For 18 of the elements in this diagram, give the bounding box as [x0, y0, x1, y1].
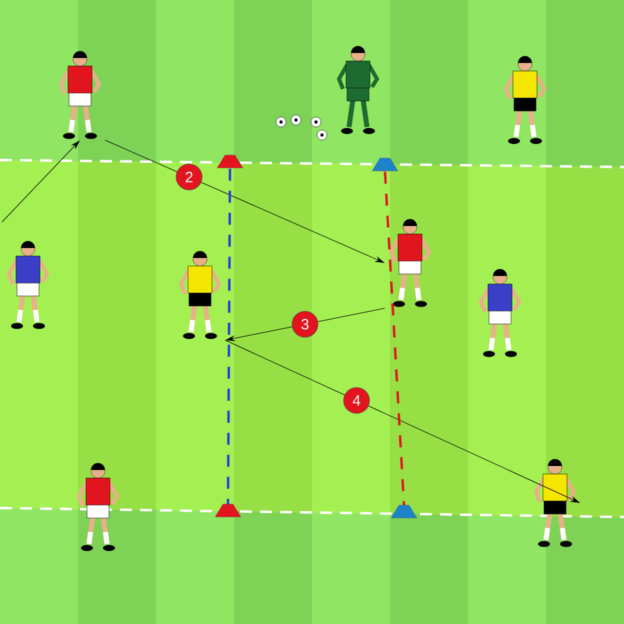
cone-icon	[214, 504, 242, 518]
cone-icon	[216, 154, 244, 168]
edge-label: 2	[176, 164, 202, 190]
coach-drawing	[336, 46, 380, 134]
edge-label: 4	[343, 387, 370, 414]
edge-label: 3	[292, 310, 318, 338]
player-drawing	[534, 459, 576, 547]
dashed-line	[384, 172, 406, 506]
cone-icon	[390, 504, 418, 518]
player-drawing	[388, 219, 432, 307]
player-drawing	[478, 269, 522, 357]
player-drawing	[6, 241, 50, 329]
dashed-line	[226, 168, 232, 504]
player-drawing	[504, 56, 546, 144]
player-drawing	[178, 251, 222, 339]
player-drawing	[58, 51, 102, 139]
player-drawing	[76, 463, 120, 551]
cone-icon	[372, 158, 398, 172]
